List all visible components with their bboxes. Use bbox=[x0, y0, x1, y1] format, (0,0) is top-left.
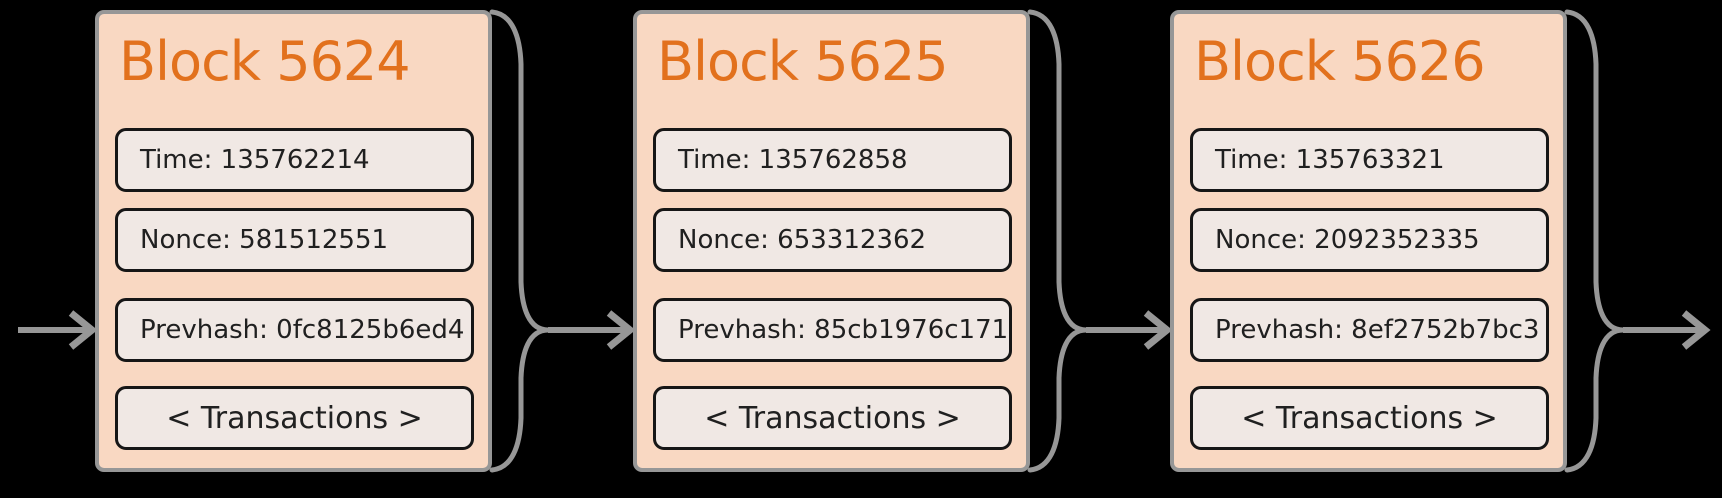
prevhash-field: Prevhash: 85cb1976c171 bbox=[653, 298, 1012, 362]
block-title: Block 5626 bbox=[1194, 30, 1486, 93]
prevhash-field: Prevhash: 0fc8125b6ed4 bbox=[115, 298, 474, 362]
time-field: Time: 135762858 bbox=[653, 128, 1012, 192]
outgoing-arrowhead-icon bbox=[1681, 310, 1711, 350]
block1-hash-brace bbox=[489, 9, 549, 473]
nonce-field: Nonce: 653312362 bbox=[653, 208, 1012, 272]
prevhash-field: Prevhash: 8ef2752b7bc3 bbox=[1190, 298, 1549, 362]
transactions-field: < Transactions > bbox=[115, 386, 474, 450]
nonce-field: Nonce: 581512551 bbox=[115, 208, 474, 272]
block3-hash-brace bbox=[1564, 9, 1624, 473]
block2-to-block3-arrowhead-icon bbox=[1143, 310, 1173, 350]
incoming-arrowhead-icon bbox=[68, 310, 98, 350]
time-field: Time: 135763321 bbox=[1190, 128, 1549, 192]
nonce-field: Nonce: 2092352335 bbox=[1190, 208, 1549, 272]
block1-to-block2-arrowhead-icon bbox=[606, 310, 636, 350]
transactions-field: < Transactions > bbox=[1190, 386, 1549, 450]
block-title: Block 5625 bbox=[657, 30, 949, 93]
transactions-field: < Transactions > bbox=[653, 386, 1012, 450]
block2-hash-brace bbox=[1027, 9, 1087, 473]
block-title: Block 5624 bbox=[119, 30, 411, 93]
block-card-5624: Block 5624 Time: 135762214 Nonce: 581512… bbox=[95, 10, 492, 472]
block-card-5626: Block 5626 Time: 135763321 Nonce: 209235… bbox=[1170, 10, 1567, 472]
block-card-5625: Block 5625 Time: 135762858 Nonce: 653312… bbox=[633, 10, 1030, 472]
time-field: Time: 135762214 bbox=[115, 128, 474, 192]
